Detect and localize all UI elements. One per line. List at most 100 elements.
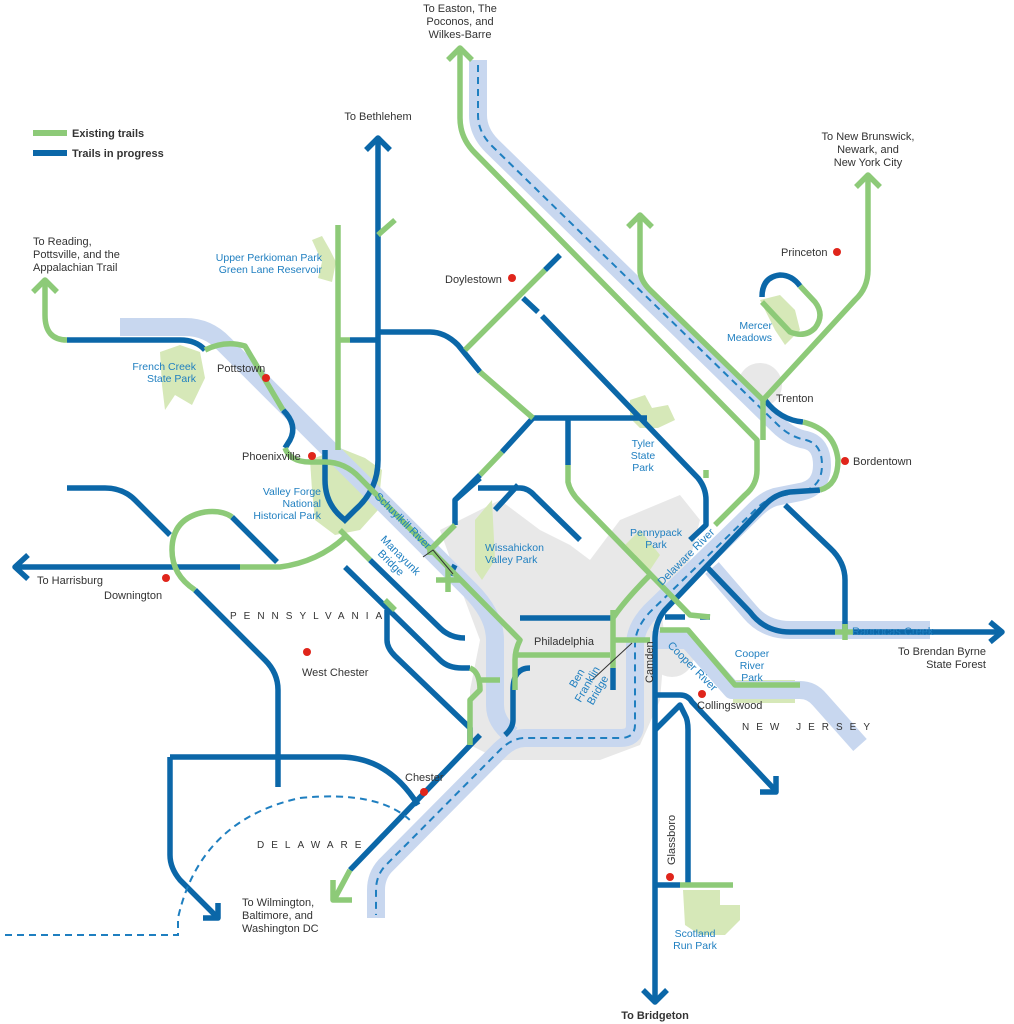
valley-forge-green [338, 528, 397, 612]
existing-trails [31, 45, 882, 903]
nyc-trail [760, 175, 871, 402]
wilmington-green-arrow [332, 868, 353, 900]
scotland-run-park-area [683, 890, 740, 935]
doylestown-spur [543, 253, 562, 272]
downington-label: Downington [104, 590, 162, 602]
doylestown-label: Doylestown [445, 274, 502, 286]
harrisburg-arrowhead [12, 552, 30, 582]
brendan-byrne-arrowhead [988, 619, 1005, 645]
delaware-river [367, 60, 831, 918]
downington-loop [169, 508, 234, 593]
bethlehem-spur [376, 217, 397, 238]
easton-trail [457, 48, 760, 527]
doylestown-green [463, 268, 547, 421]
bordentown-trail [652, 487, 821, 1000]
chester-trail [348, 733, 482, 872]
bridgeton-label: To Bridgeton [621, 1010, 689, 1022]
downington-dot [162, 574, 170, 582]
legend-swatch-existing [33, 130, 67, 136]
manayunk-bridge-green [436, 568, 460, 592]
downington-north-trail [67, 485, 172, 537]
parks [160, 236, 800, 935]
chester-dot [420, 788, 428, 796]
bordentown-label: Bordentown [853, 456, 912, 468]
rancocas-creek-label: Rancocas Creek [852, 626, 934, 638]
wilmington-arrowhead [330, 880, 352, 903]
upper-perkioman-park-area [312, 236, 336, 282]
bethlehem-arrowhead [364, 135, 392, 152]
phoenixville-label: Phoenixville [242, 451, 301, 463]
philly-center-green [515, 573, 652, 668]
glassboro-label: Glassboro [666, 815, 678, 865]
town-dots [162, 248, 849, 881]
wissahickon-spur [452, 416, 582, 542]
princeton-loop-green [759, 284, 823, 337]
rancocas-creek [705, 562, 930, 639]
delaware-county-green [467, 665, 500, 745]
schuylkill-east-trail [368, 558, 466, 641]
legend-label-existing: Existing trails [72, 128, 144, 140]
chester-label: Chester [405, 772, 444, 784]
conshohocken-trail [384, 610, 473, 745]
ben-franklin-bridge-label: BenFranklinBridge [562, 659, 613, 711]
camden-label: Camden [644, 641, 656, 683]
harrisburg-green [240, 534, 347, 570]
collingswood-trail [655, 692, 778, 792]
pennsylvania-label: PENNSYLVANIA [230, 611, 389, 622]
rancocas-loop-trail [783, 503, 848, 632]
tyler-crossing [533, 415, 647, 465]
state-labels: PENNSYLVANIA NEW JERSEY DELAWARE [230, 611, 870, 851]
reading-trail [67, 337, 208, 352]
west-chester-trail [193, 588, 281, 787]
glassboro-trail [653, 702, 691, 885]
wilmington-west-trail [167, 757, 220, 920]
collingswood-label: Collingswood [697, 700, 762, 712]
loop-east-segment [230, 515, 279, 564]
west-chester-dot [303, 648, 311, 656]
princeton-loop [759, 272, 803, 298]
delaware-county-trail [170, 754, 421, 807]
collingswood-arrowhead [760, 776, 779, 795]
west-chester-label: West Chester [302, 667, 369, 679]
trenton-label: Trenton [776, 393, 814, 405]
rancocas-trail [703, 563, 1000, 635]
pennypack-park-area [625, 530, 660, 570]
tyler-trail [521, 295, 709, 543]
pottstown-segment [280, 408, 296, 450]
ben-franklin-bridge-leader [591, 642, 633, 681]
phoenixville-dot [308, 452, 316, 460]
valley-forge-park-area [310, 448, 382, 535]
cooper-river-trail [660, 627, 800, 688]
collingswood-dot [698, 690, 706, 698]
legend-label-progress: Trails in progress [72, 148, 164, 160]
pennypack-trail [565, 465, 711, 620]
glassboro-dot [666, 873, 674, 881]
doylestown-trail [378, 329, 483, 374]
harrisburg-label: To Harrisburg [37, 575, 103, 587]
doylestown-dot [508, 274, 516, 282]
bordentown-trail-green [802, 419, 841, 493]
cooper-river [652, 631, 867, 751]
nyc-arrowhead [854, 172, 882, 189]
reading-trail-green [42, 280, 68, 343]
easton-arrowhead [446, 45, 474, 62]
valley-forge-loop [322, 450, 347, 523]
princeton-dot [833, 248, 841, 256]
pottstown-trail-green [203, 341, 286, 412]
legend: Existing trails Trails in progress [33, 128, 164, 160]
town-labels: Pottstown Phoenixville Doylestown Prince… [104, 247, 912, 865]
